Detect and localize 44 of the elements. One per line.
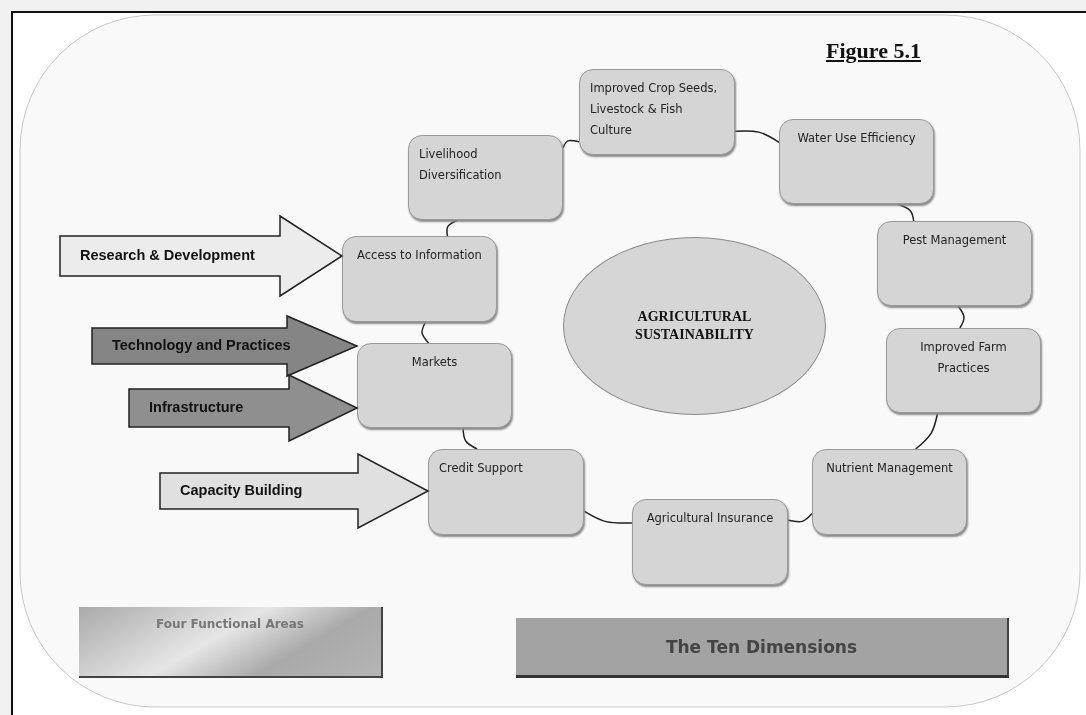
dimension-box	[632, 499, 788, 585]
box-label: Agricultural Insurance	[645, 510, 775, 527]
connector-line	[583, 510, 633, 524]
box-label: Four Functional Areas	[156, 617, 304, 631]
dimension-box	[812, 449, 967, 535]
connector-line	[562, 139, 580, 149]
box-label: Access to Information	[356, 247, 483, 264]
box-label: Markets	[410, 354, 459, 371]
dimension-box	[408, 135, 563, 220]
box-label: Nutrient Management	[825, 460, 954, 477]
box-label: Credit Support	[439, 460, 524, 477]
connector-line	[957, 305, 965, 329]
connector-line	[914, 412, 939, 450]
dimension-box	[886, 328, 1041, 413]
dimension-box	[877, 221, 1032, 306]
box-label: AGRICULTURAL SUSTAINABILITY	[634, 308, 755, 344]
block-arrow	[128, 373, 359, 443]
connector-line	[462, 427, 478, 450]
box-label: Improved Farm Practices	[919, 339, 1008, 377]
connector-line	[446, 219, 459, 237]
dimension-box	[428, 449, 584, 535]
figure-title: Figure 5.1	[826, 38, 921, 64]
dimension-box	[579, 69, 735, 155]
box-label: The Ten Dimensions	[665, 636, 858, 657]
box-label: Improved Crop Seeds, Livestock & Fish Culture	[590, 80, 719, 139]
dimension-box	[357, 343, 512, 428]
connector-line	[787, 512, 813, 523]
dimension-box	[779, 119, 934, 204]
dimension-box	[342, 236, 497, 322]
block-arrow	[159, 452, 430, 530]
arrow-label: Research & Development	[80, 246, 255, 264]
arrow-label: Capacity Building	[180, 481, 303, 499]
key-box	[79, 607, 383, 678]
box-label: Pest Management	[901, 232, 1008, 249]
arrow-label: Infrastructure	[149, 398, 244, 416]
arrow-label: Technology and Practices	[112, 336, 291, 354]
connector-line	[734, 130, 780, 143]
box-label: Water Use Efficiency	[796, 130, 917, 147]
box-label: Livelihood Diversification	[419, 146, 503, 184]
connector-line	[421, 321, 430, 344]
block-arrow	[59, 214, 344, 298]
connector-line	[896, 203, 915, 222]
block-arrow	[91, 314, 359, 378]
key-box	[516, 618, 1009, 678]
